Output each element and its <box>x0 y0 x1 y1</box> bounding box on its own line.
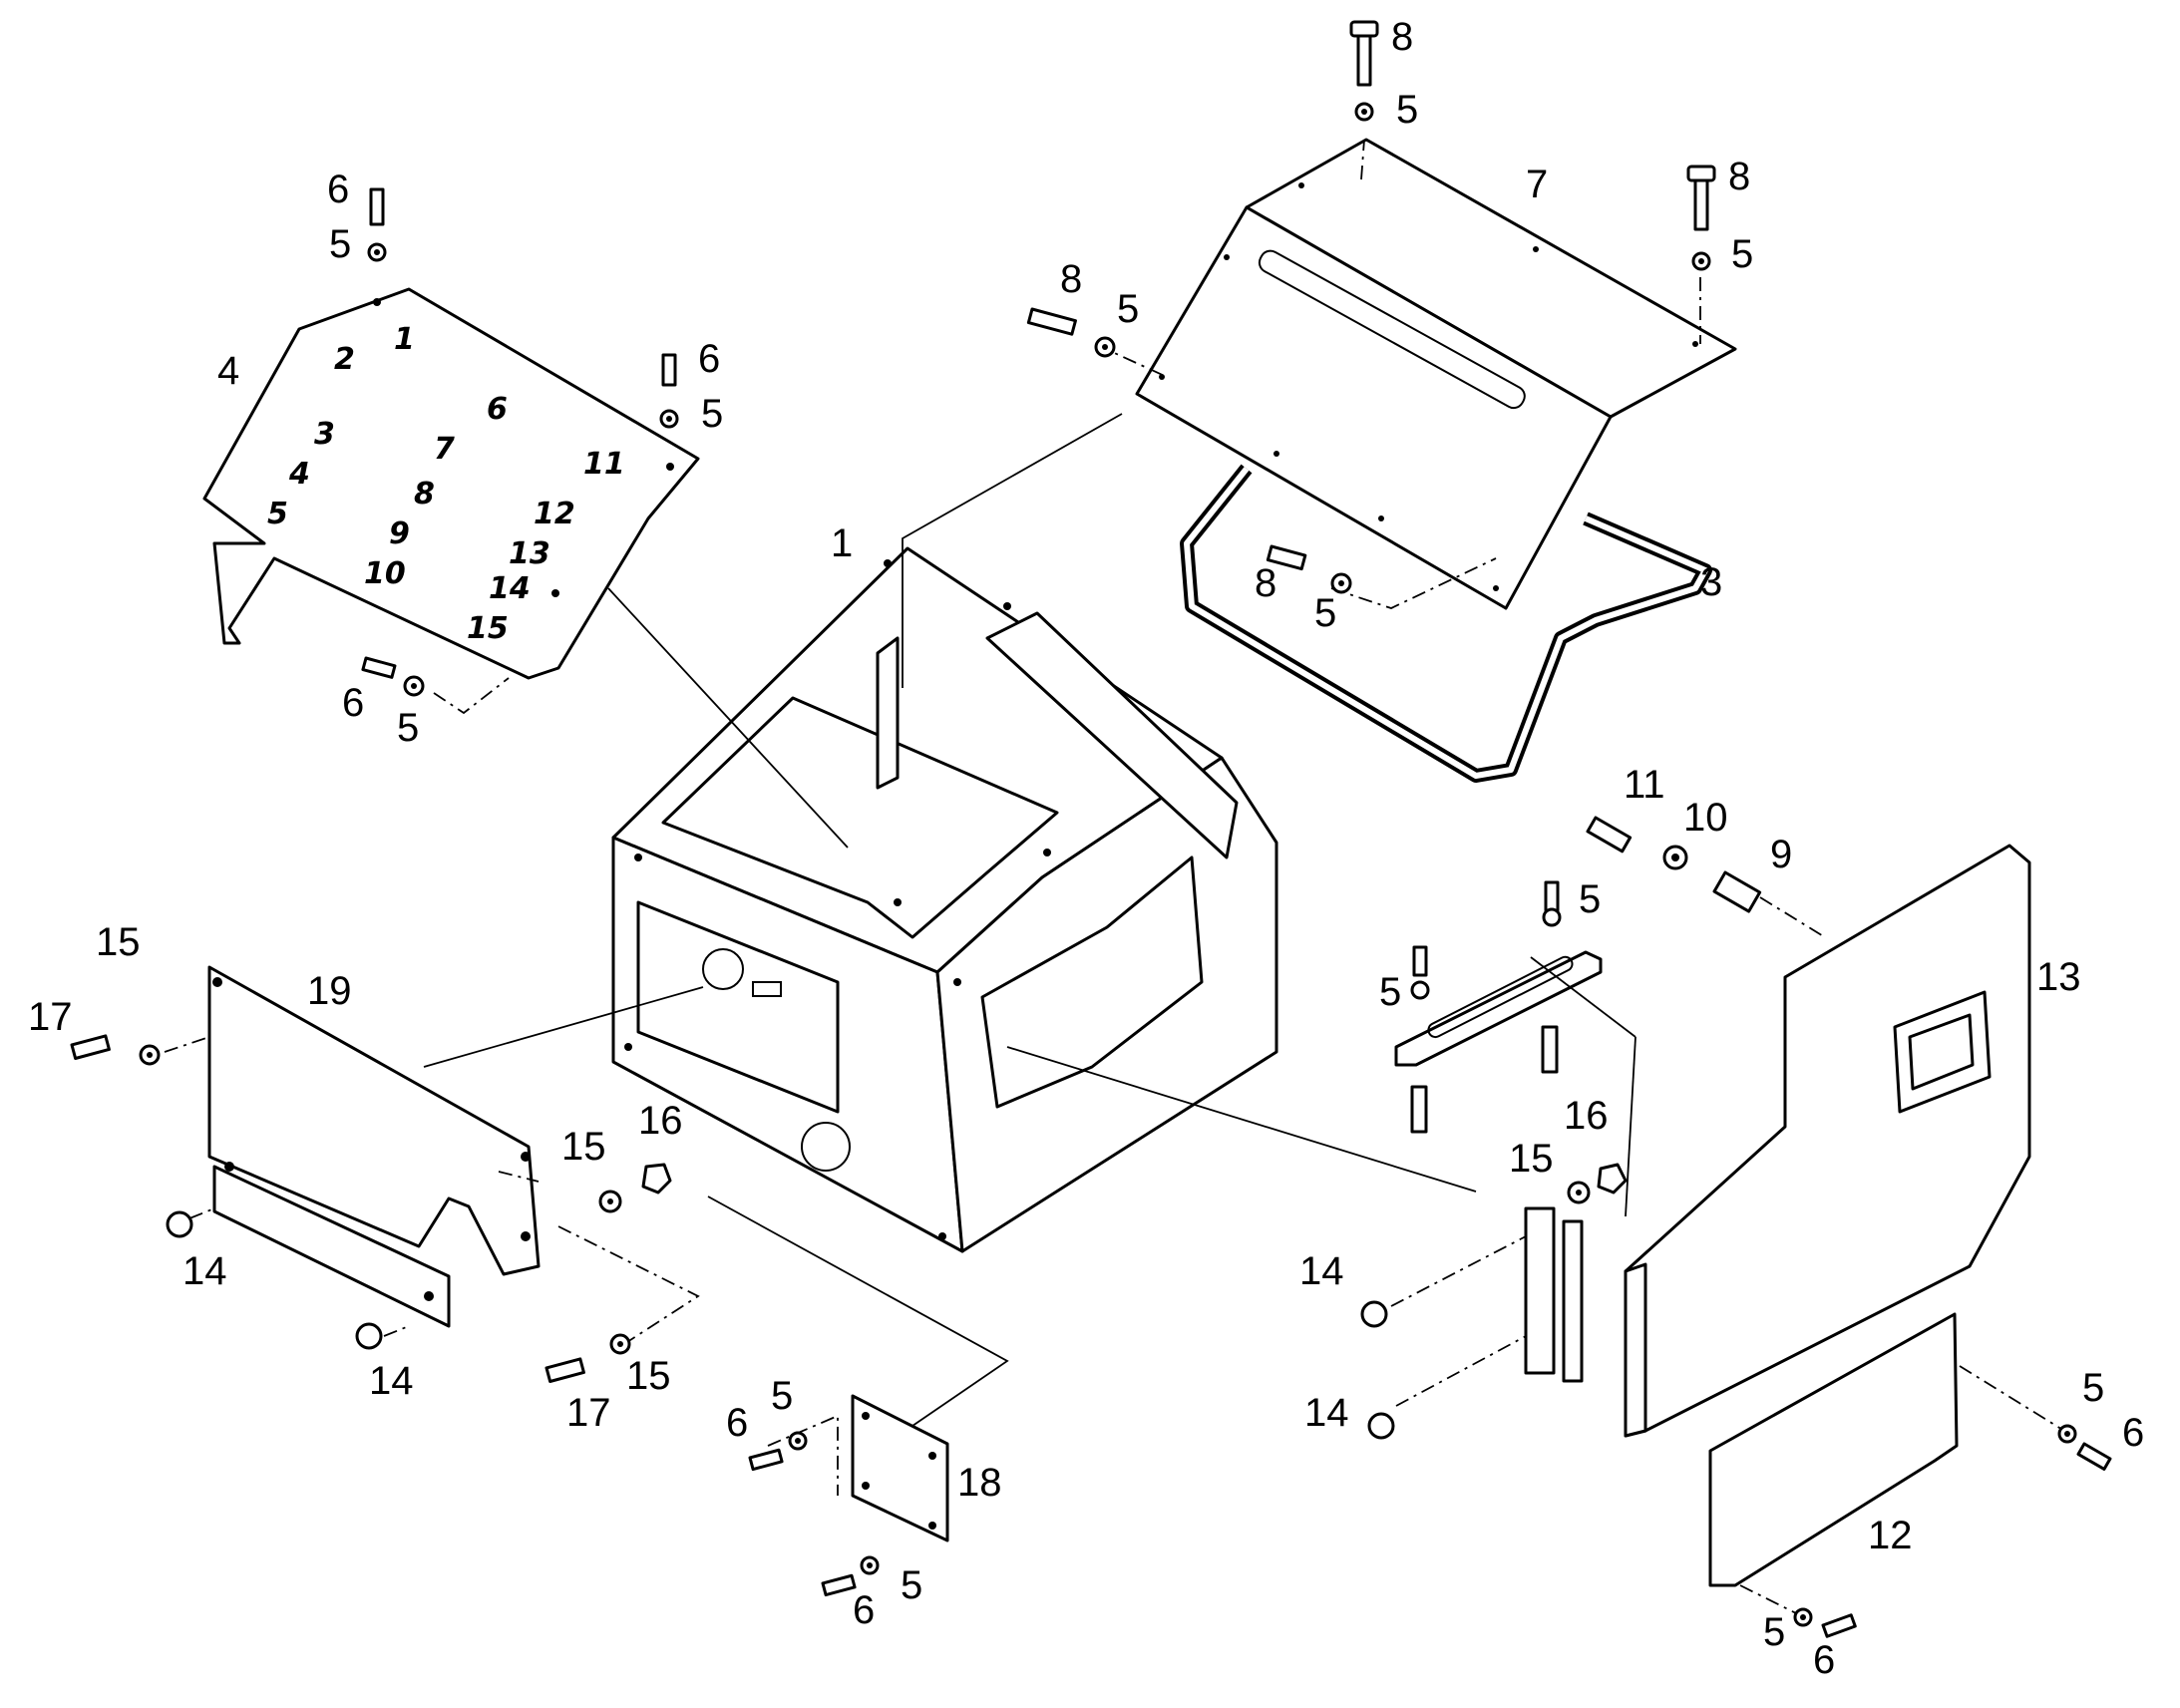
callout-5: 5 <box>701 392 723 436</box>
plate-label: 2 <box>334 342 355 377</box>
callout-5: 5 <box>2082 1366 2104 1410</box>
callout-15: 15 <box>96 920 141 964</box>
callout-5: 5 <box>1379 970 1401 1014</box>
plate-label: 5 <box>267 497 288 531</box>
plate-label: 12 <box>534 497 575 531</box>
callout-15: 15 <box>626 1354 671 1398</box>
callout-14: 14 <box>369 1359 414 1403</box>
callout-5: 5 <box>1731 232 1753 276</box>
callout-5: 5 <box>329 222 351 266</box>
side-panel-part-13 <box>1524 844 2031 1438</box>
callout-5: 5 <box>1396 88 1418 132</box>
callout-6: 6 <box>853 1588 875 1632</box>
front-panel-part-19 <box>207 965 541 1328</box>
callout-8: 8 <box>1728 155 1750 198</box>
plate-label: 13 <box>509 536 550 571</box>
callout-5: 5 <box>1314 591 1336 635</box>
callout-15: 15 <box>1509 1137 1554 1181</box>
callout-19: 19 <box>307 969 352 1013</box>
plate-label: 6 <box>487 392 508 427</box>
callout-16: 16 <box>1564 1094 1609 1138</box>
callout-5: 5 <box>1763 1610 1785 1654</box>
lower-panel-part-12 <box>1708 1312 1959 1587</box>
callout-6: 6 <box>726 1401 748 1445</box>
callout-5: 5 <box>1117 287 1139 331</box>
callout-4: 4 <box>217 349 239 393</box>
callout-6: 6 <box>342 681 364 725</box>
callout-9: 9 <box>1770 833 1792 876</box>
plate-label: 9 <box>389 516 410 551</box>
callout-5: 5 <box>901 1563 922 1607</box>
main-frame-part-1 <box>611 546 1278 1253</box>
callout-16: 16 <box>638 1099 683 1143</box>
callout-6: 6 <box>698 337 720 381</box>
plate-label: 3 <box>314 417 335 452</box>
top-cover-part-7 <box>1135 138 1737 610</box>
center-lines <box>164 139 2065 1616</box>
plate-label: 7 <box>434 432 455 467</box>
callout-6: 6 <box>327 168 349 211</box>
callout-5: 5 <box>397 706 419 750</box>
callout-3: 3 <box>1700 560 1722 604</box>
callout-14: 14 <box>1304 1391 1349 1435</box>
callout-6: 6 <box>1813 1638 1835 1682</box>
callout-15: 15 <box>561 1125 606 1169</box>
callout-8: 8 <box>1391 15 1413 59</box>
callout-10: 10 <box>1683 796 1728 840</box>
callout-17: 17 <box>28 995 73 1039</box>
plate-label: 1 <box>394 322 415 357</box>
fasteners <box>70 20 2112 1638</box>
callout-18: 18 <box>957 1461 1002 1505</box>
plate-label: 10 <box>364 556 406 591</box>
callout-1: 1 <box>831 521 853 565</box>
strap-bracket <box>1394 950 1603 1067</box>
callout-14: 14 <box>182 1249 227 1293</box>
callout-labels: 1 3 4 7 9 10 11 12 13 16 16 18 19 6 5 6 … <box>28 15 2144 1682</box>
gasket-part-3 <box>1180 464 1712 783</box>
callout-7: 7 <box>1526 163 1548 206</box>
callout-5: 5 <box>771 1374 793 1418</box>
plate-label: 14 <box>489 571 531 606</box>
callout-14: 14 <box>1299 1249 1344 1293</box>
callout-17: 17 <box>566 1391 611 1435</box>
plate-label: 11 <box>583 447 625 482</box>
callout-8: 8 <box>1255 561 1276 605</box>
plate-label: 8 <box>414 477 435 512</box>
callout-12: 12 <box>1868 1514 1913 1557</box>
plate-label: 15 <box>467 611 509 646</box>
callout-6: 6 <box>2122 1411 2144 1455</box>
access-cover-part-18 <box>851 1394 949 1542</box>
leader-lines <box>423 413 1636 1427</box>
plate-label: 4 <box>288 457 310 492</box>
callout-11: 11 <box>1624 763 1665 807</box>
callout-8: 8 <box>1060 257 1082 301</box>
callout-5: 5 <box>1579 877 1601 921</box>
callout-13: 13 <box>2036 955 2081 999</box>
control-plate-part-4: 1 2 3 4 5 6 7 8 9 10 11 12 13 14 15 <box>202 287 700 680</box>
